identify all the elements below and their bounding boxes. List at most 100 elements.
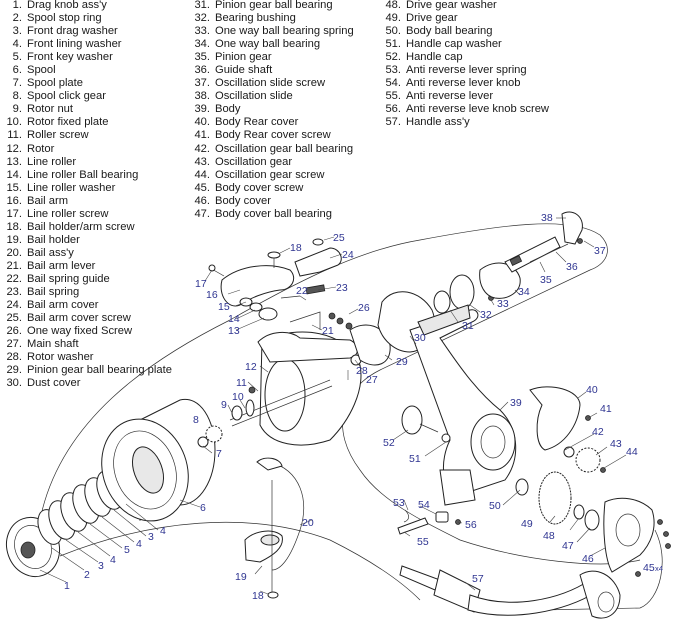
part-name: Oscillation gear screw [215,168,325,181]
part-number: 39. [194,103,210,116]
part-name: Bail arm cover [27,299,99,312]
pinion-gear [504,236,561,273]
handle-outline [59,521,421,601]
part-name: One way fixed Screw [27,325,133,338]
callout-43: 43 [610,438,622,450]
callout-28: 28 [356,365,368,377]
parts-list-item: 27.Main shaft [0,338,172,351]
parts-list-item: 5.Front key washer [0,51,172,64]
callout-labels: 1 2 3 4 5 4 3 4 6 7 8 9 10 11 12 13 14 1… [64,212,663,602]
part-number: 44. [194,168,210,181]
part-name: Front key washer [27,51,113,64]
anti-reverse-lever [397,517,429,535]
part-number: 22. [6,272,22,285]
part-number: 9. [12,103,22,116]
parts-list-item: 6. Spool [0,64,172,77]
callout-15: 15 [218,301,230,313]
parts-list-item: 53.Anti reverse lever spring [379,64,549,77]
one-way-fixed-screws [328,312,353,330]
spool-plate [197,436,209,448]
body-cover-ball-bearing [584,509,600,531]
part-number: 48. [385,0,401,11]
part-name: Line roller screw [27,207,109,220]
callout-20: 20 [302,517,314,529]
part-number: 54. [385,77,401,90]
callout-37: 37 [594,245,606,257]
part-number: 14. [6,168,22,181]
part-name: Bearing bushing [215,12,296,25]
part-name: Spool [27,64,56,77]
roller-screw [248,386,256,394]
part-number: 12. [6,142,22,155]
callout-6: 6 [200,502,206,514]
parts-list-item: 12.Rotor [0,143,172,156]
bail-spring [305,284,326,295]
part-name: Anti reverse lever [406,90,494,103]
callout-10: 10 [232,391,244,403]
part-name: Handle ass'y [406,116,470,129]
callout-29: 29 [396,356,408,368]
part-number: 21. [6,259,22,272]
callout-34: 34 [518,286,530,298]
part-number: 36. [194,64,210,77]
drive-gear-washer [573,504,585,520]
parts-list-item: 46.Body cover [188,195,354,208]
parts-list-item: 57.Handle ass'y [379,116,549,129]
rotor-fixed-plate [245,399,255,417]
parts-list-item: 55. Anti reverse lever [379,90,549,103]
parts-list-item: 3.Front drag washer [0,25,172,38]
part-name: Body ball bearing [406,25,493,38]
handle [399,565,621,619]
part-name: Line roller [27,155,77,168]
callout-31: 31 [462,320,474,332]
parts-list-item: 36. Guide shaft [188,64,354,77]
parts-list-item: 13.Line roller [0,156,172,169]
parts-list-item: 8.Spool click gear [0,90,172,103]
callout-30: 30 [414,332,426,344]
part-name: Handle cap washer [406,38,502,51]
part-number: 55. [385,90,401,103]
part-name: Oscillation slide screw [215,77,326,90]
callout-32: 32 [480,309,492,321]
part-name: Oscillation gear [215,155,293,168]
parts-list-item: 42.Oscillation gear ball bearing [188,143,354,156]
callout-9: 9 [221,399,227,411]
part-name: Body cover screw [215,181,304,194]
callout-4b: 4 [136,538,142,550]
part-name: Guide shaft [215,64,273,77]
part-name: Body [215,103,241,116]
rotor-nut [231,405,243,421]
part-name: Bail ass'y [27,246,74,259]
callout-26: 26 [358,302,370,314]
part-name: Pinion gear ball bearing [215,0,333,11]
part-number: 53. [385,64,401,77]
parts-list-item: 28.Rotor washer [0,351,172,364]
callout-55: 55 [417,536,429,548]
part-name: Drag knob ass'y [27,0,107,11]
body-ball-bearing [515,478,529,496]
part-name: Rotor fixed plate [27,116,109,129]
bail-arm-cover-screw [312,238,324,246]
parts-list-item: 56.Anti reverse leve knob screw [379,103,549,116]
part-name: Front lining washer [27,38,122,51]
callout-18-bottom: 18 [252,590,264,602]
callout-40: 40 [586,384,598,396]
part-name: Roller screw [27,129,89,142]
bail-holder-screw-top [267,251,281,268]
callout-51: 51 [409,453,421,465]
part-number: 37. [194,77,210,90]
callout-2: 2 [84,569,90,581]
parts-list-item: 47.Body cover ball bearing [188,208,354,221]
callout-36: 36 [566,261,578,273]
part-number: 33. [194,25,210,38]
parts-list-item: 37. Oscillation slide screw [188,77,354,90]
part-number: 6. [12,64,22,77]
part-name: Anti reverse leve knob screw [406,103,550,116]
body-cover [603,497,655,573]
parts-list-item: 17.Line roller screw [0,208,172,221]
callout-39: 39 [510,397,522,409]
part-number: 35. [194,51,210,64]
assembly-outline [39,223,641,565]
